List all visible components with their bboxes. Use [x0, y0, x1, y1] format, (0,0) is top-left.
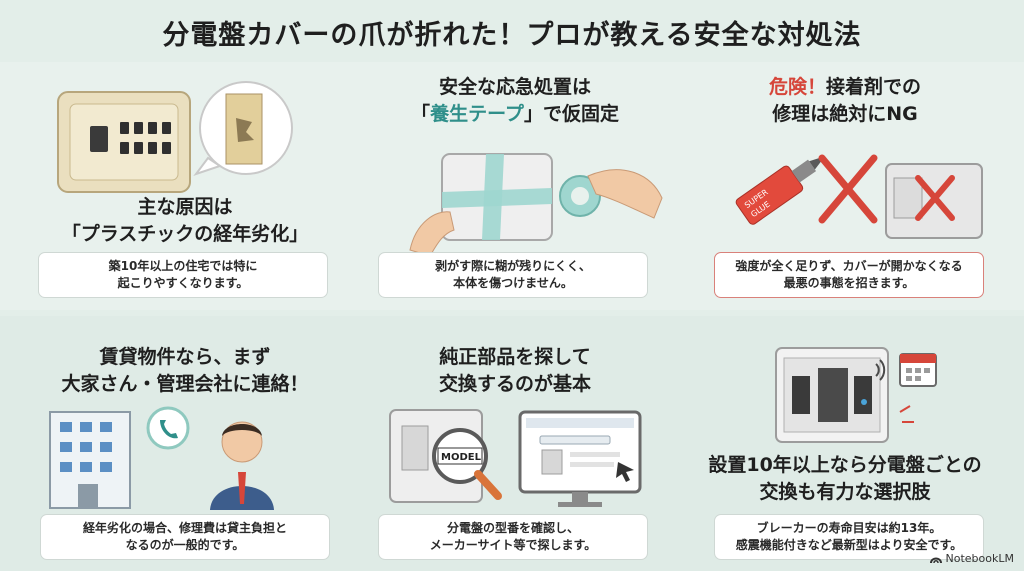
cross-mark-icon	[818, 154, 878, 224]
panel-glue-title: 危険！接着剤での 修理は絶対にNG	[768, 76, 922, 125]
right-hand	[587, 169, 663, 219]
panel-parts-title: 純正部品を探して 交換するのが基本	[438, 346, 591, 395]
parts-illustration: MODEL	[389, 409, 642, 507]
notebooklm-logo-icon	[929, 557, 942, 563]
brand-label: NotebookLM	[945, 552, 1014, 565]
panel-tape-note: 剥がす際に糊が残りにくく、 本体を傷つけません。	[378, 252, 648, 298]
glue-illustration: SUPER GLUE	[735, 154, 983, 239]
panel-rental-note: 経年劣化の場合、修理費は貸主負担と なるのが一般的です。	[40, 514, 330, 560]
magnifier-icon: MODEL	[432, 428, 502, 500]
panel-replace-title: 設置10年以上なら分電盤ごとの 交換も有力な選択肢	[708, 454, 982, 503]
wifi-icon	[875, 359, 886, 381]
panel-glue: 危険！接着剤での 修理は絶対にNG SUPER GLUE 強度が全く足りず、カバ…	[680, 70, 1010, 310]
panel-replace: 設置10年以上なら分電盤ごとの 交換も有力な選択肢 ブレーカーの寿命目安は約13…	[680, 328, 1010, 568]
model-label: MODEL	[441, 452, 482, 463]
alert-marks	[899, 405, 914, 423]
panel-cause-note: 築10年以上の住宅では特に 起こりやすくなります。	[38, 252, 328, 298]
panel-cause: 主な原因は 「プラスチックの経年劣化」 築10年以上の住宅では特に 起こりやすく…	[20, 70, 350, 310]
glue-tube-icon: SUPER GLUE	[735, 156, 826, 225]
panel-rental: 賃貸物件なら、まず 大家さん・管理会社に連絡！ 経年劣化の場合、修理費は貸主負担…	[20, 328, 350, 568]
apartment-building-icon	[49, 411, 131, 509]
panel-cause-title: 主な原因は 「プラスチックの経年劣化」	[61, 196, 309, 245]
header: 分電盤カバーの爪が折れた！プロが教える安全な対処法	[0, 0, 1024, 64]
replace-illustration	[775, 347, 937, 443]
page-title: 分電盤カバーの爪が折れた！プロが教える安全な対処法	[162, 19, 862, 51]
panel-tape-title: 安全な応急処置は 「養生テープ」で仮固定	[411, 76, 619, 125]
panel-tape: 安全な応急処置は 「養生テープ」で仮固定 剥がす際に糊が残りにくく、 本体を傷つ…	[350, 70, 680, 310]
calendar-icon	[899, 353, 937, 387]
panel-rental-title: 賃貸物件なら、まず 大家さん・管理会社に連絡！	[61, 346, 309, 395]
staff-avatar-icon	[210, 421, 274, 510]
panel-parts: 純正部品を探して 交換するのが基本 MODEL 分電盤の型番を確認し、 メーカー…	[350, 328, 680, 568]
brand-mark: NotebookLM	[929, 552, 1014, 565]
tape-illustration	[409, 153, 663, 257]
panel-glue-note: 強度が全く足りず、カバーが開かなくなる 最悪の事態を招きます。	[714, 252, 984, 298]
monitor-icon	[518, 410, 642, 507]
panel-parts-note: 分電盤の型番を確認し、 メーカーサイト等で探します。	[378, 514, 648, 560]
rental-illustration	[49, 406, 274, 510]
breaker-panel-illustration	[57, 81, 293, 193]
left-hand	[409, 211, 455, 257]
phone-icon	[146, 406, 190, 450]
panel-replace-note: ブレーカーの寿命目安は約13年。 感震機能付きなど最新型はより安全です。	[714, 514, 984, 560]
